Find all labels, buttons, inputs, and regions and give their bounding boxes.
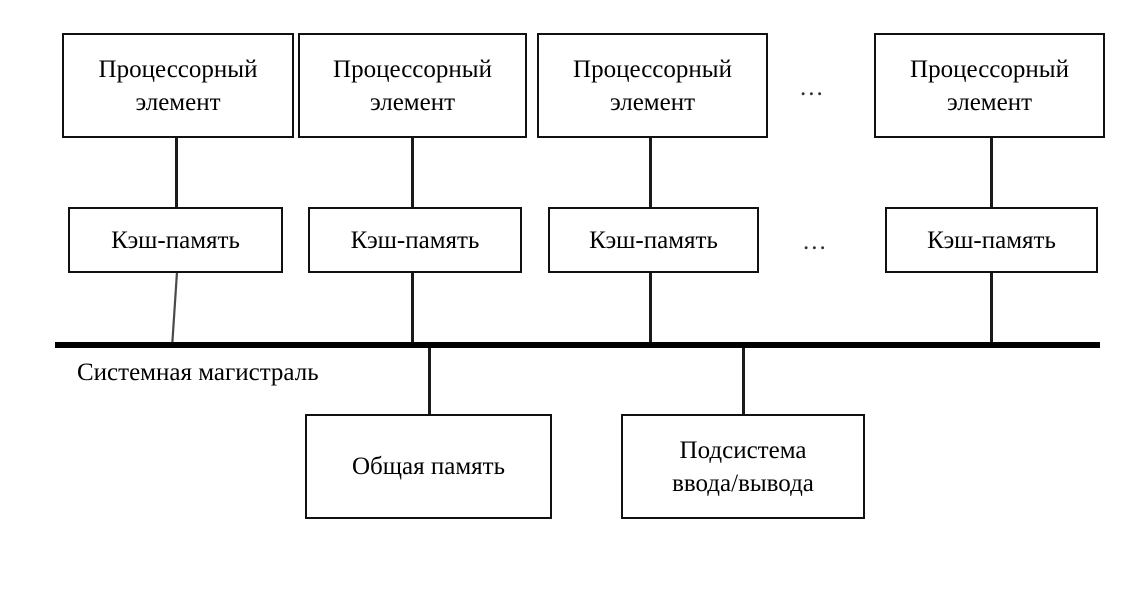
connector-cache4-to-bus	[990, 272, 993, 348]
processor-row-ellipsis: ...	[800, 74, 825, 101]
processor-element-label-line2: элемент	[946, 88, 1033, 116]
processor-element-label-line2: элемент	[369, 88, 456, 116]
processor-element-box-1[interactable]: Процессорный элемент	[62, 33, 294, 138]
connector-bus-to-shared-memory	[428, 347, 431, 415]
cache-memory-box-3[interactable]: Кэш-память	[548, 207, 759, 273]
connector-cache3-to-bus	[649, 272, 652, 348]
io-subsystem-label-line2: ввода/вывода	[672, 469, 814, 497]
processor-element-label-line1: Процессорный	[573, 55, 732, 83]
io-subsystem-label-line1: Подсистема	[679, 436, 807, 464]
system-bus-line[interactable]	[55, 342, 1100, 348]
connector-bus-to-io-subsystem	[742, 347, 745, 415]
connector-pe3-to-cache3	[649, 138, 652, 208]
cache-row-ellipsis: ...	[803, 228, 828, 255]
connector-pe1-to-cache1	[175, 138, 178, 208]
connector-cache1-to-bus	[170, 272, 179, 348]
processor-element-label-line2: элемент	[609, 88, 696, 116]
processor-element-label-line1: Процессорный	[910, 55, 1069, 83]
processor-element-box-2[interactable]: Процессорный элемент	[298, 33, 527, 138]
shared-memory-box[interactable]: Общая память	[305, 414, 552, 519]
processor-element-label-line1: Процессорный	[98, 55, 258, 83]
cache-memory-box-1[interactable]: Кэш-память	[68, 207, 283, 273]
processor-element-box-4[interactable]: Процессорный элемент	[874, 33, 1105, 138]
processor-element-label-line2: элемент	[135, 88, 221, 116]
connector-pe4-to-cache4	[990, 138, 993, 208]
shared-memory-label: Общая память	[352, 453, 505, 480]
system-bus-label: Системная магистраль	[77, 359, 319, 386]
processor-element-label-line1: Процессорный	[333, 55, 492, 83]
io-subsystem-box[interactable]: Подсистема ввода/вывода	[621, 414, 865, 519]
cache-memory-label: Кэш-память	[350, 226, 480, 254]
processor-element-box-3[interactable]: Процессорный элемент	[537, 33, 768, 138]
connector-pe2-to-cache2	[411, 138, 414, 208]
cache-memory-label: Кэш-память	[927, 226, 1056, 254]
connector-cache2-to-bus	[411, 272, 414, 348]
cache-memory-label: Кэш-память	[589, 226, 718, 254]
cache-memory-box-2[interactable]: Кэш-память	[308, 207, 522, 273]
cache-memory-label: Кэш-память	[111, 226, 240, 254]
cache-memory-box-4[interactable]: Кэш-память	[885, 207, 1098, 273]
